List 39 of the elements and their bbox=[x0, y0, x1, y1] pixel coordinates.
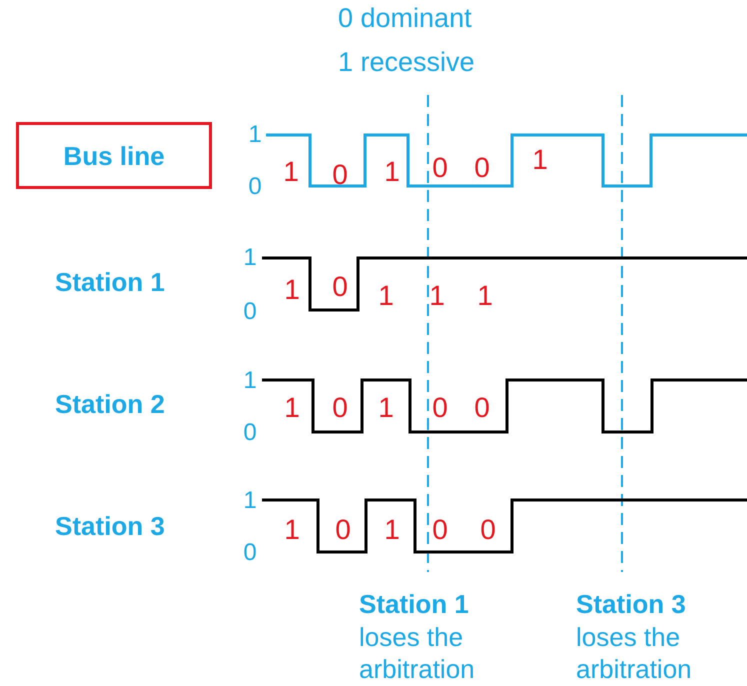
level-label: 0 bbox=[248, 175, 262, 199]
bit-value: 0 bbox=[432, 516, 448, 544]
bit-value: 1 bbox=[378, 394, 394, 422]
bit-value: 1 bbox=[384, 516, 400, 544]
station-label: Station 3 bbox=[55, 513, 165, 539]
bit-value: 1 bbox=[283, 158, 299, 186]
bit-value: 0 bbox=[474, 154, 490, 182]
bit-value: 1 bbox=[284, 276, 300, 304]
annotation-text: loses the arbitration bbox=[576, 621, 693, 685]
annotation-text: loses the arbitration bbox=[359, 621, 476, 685]
bit-value: 1 bbox=[378, 282, 394, 310]
legend-note: 0 dominant bbox=[338, 5, 472, 32]
bit-value: 1 bbox=[532, 146, 548, 174]
station-label: Station 1 bbox=[55, 269, 165, 295]
annotation-heading: Station 3 bbox=[576, 591, 686, 617]
bit-value: 1 bbox=[384, 158, 400, 186]
bit-value: 1 bbox=[284, 394, 300, 422]
annotation-heading: Station 1 bbox=[359, 591, 469, 617]
level-label: 0 bbox=[243, 541, 257, 565]
legend-note: 1 recessive bbox=[338, 49, 475, 76]
bit-value: 0 bbox=[480, 516, 496, 544]
bit-value: 1 bbox=[477, 282, 493, 310]
bit-value: 0 bbox=[332, 273, 348, 301]
bit-value: 0 bbox=[332, 161, 348, 189]
bit-value: 1 bbox=[284, 516, 300, 544]
bit-value: 0 bbox=[332, 394, 348, 422]
level-label: 1 bbox=[248, 123, 262, 147]
bit-value: 1 bbox=[429, 282, 445, 310]
level-label: 1 bbox=[243, 246, 257, 270]
bus-line-label: Bus line bbox=[63, 142, 165, 168]
bit-value: 0 bbox=[432, 154, 448, 182]
level-label: 0 bbox=[243, 300, 257, 324]
level-label: 0 bbox=[243, 421, 257, 445]
level-label: 1 bbox=[243, 369, 257, 393]
level-label: 1 bbox=[243, 489, 257, 513]
bit-value: 0 bbox=[335, 516, 351, 544]
bit-value: 0 bbox=[474, 394, 490, 422]
bit-value: 0 bbox=[432, 394, 448, 422]
station-label: Station 2 bbox=[55, 391, 165, 417]
